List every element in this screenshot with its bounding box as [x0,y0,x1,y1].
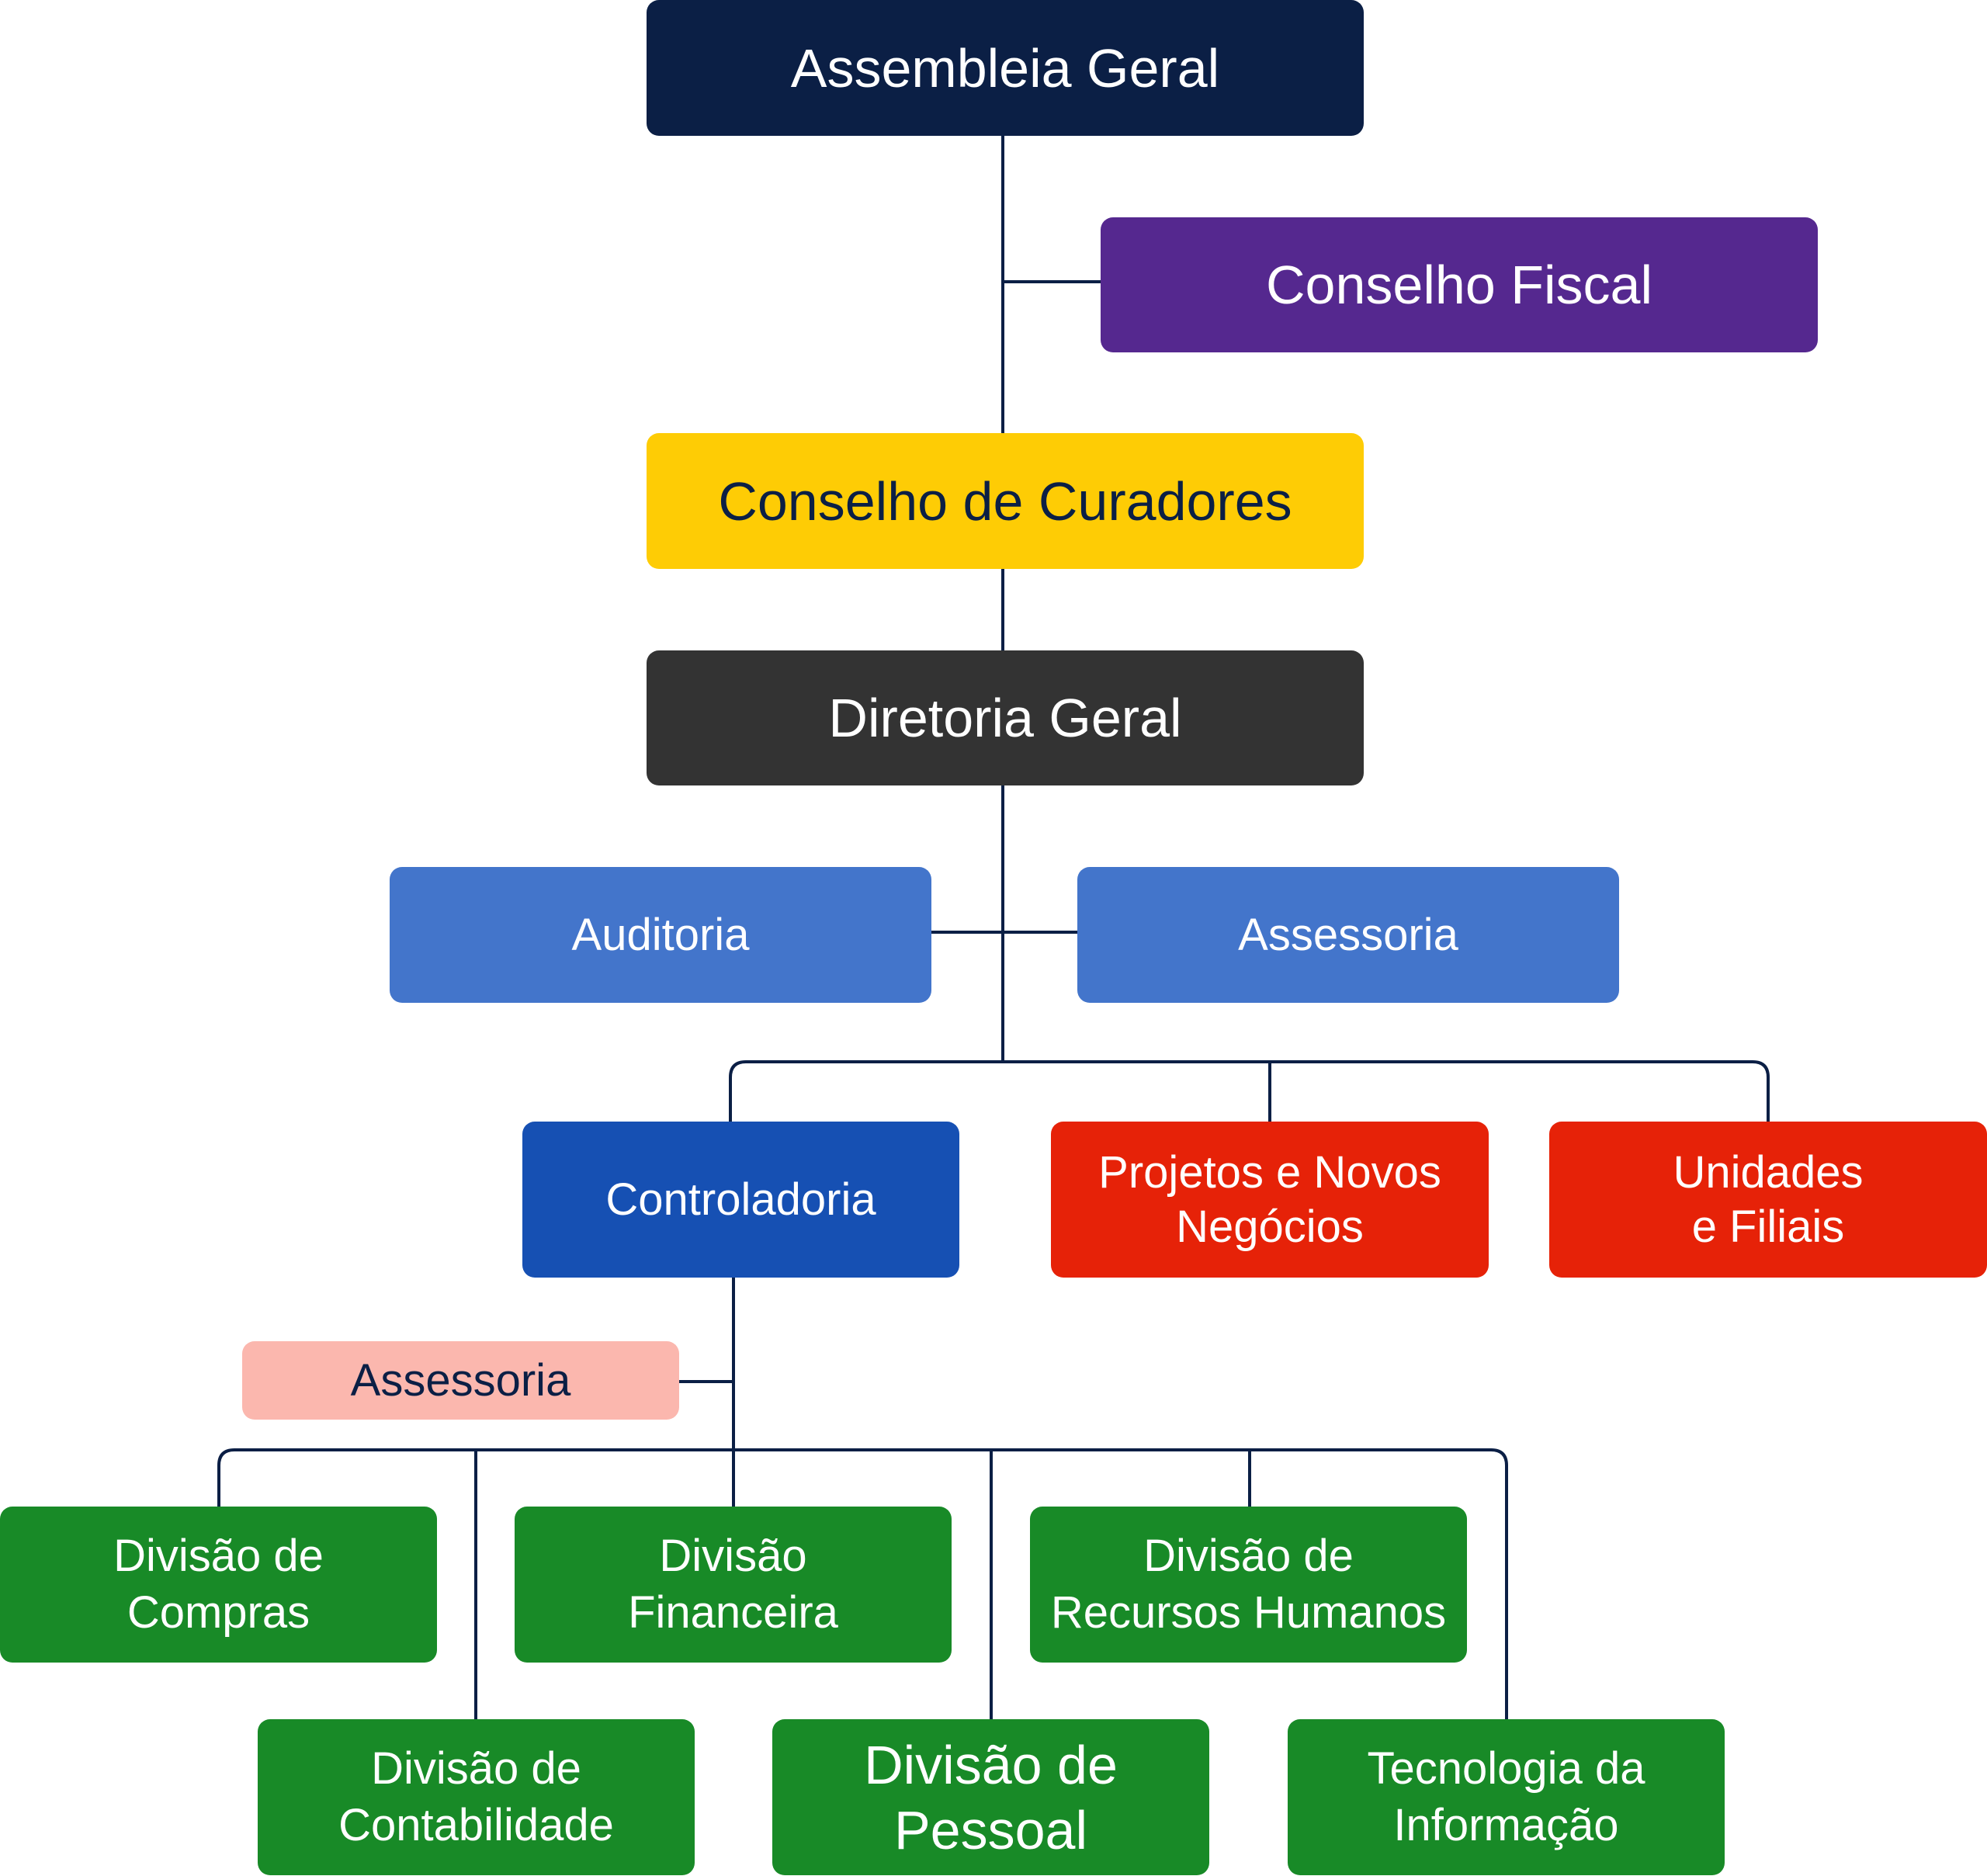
node-label-line-1: Unidades [1673,1146,1864,1198]
node-assessoria-controladoria: Assessoria [242,1341,679,1420]
node-label: Diretoria Geral [828,688,1182,748]
node-diretoria-geral: Diretoria Geral [647,650,1364,785]
node-assessoria-diretoria: Assessoria [1077,867,1619,1003]
node-projetos-e-novos-negocios: Projetos e Novos Negócios [1051,1122,1489,1278]
node-divisao-de-contabilidade: Divisão de Contabilidade [258,1719,695,1875]
node-assembleia-geral: Assembleia Geral [647,0,1364,136]
node-divisao-de-compras: Divisão de Compras [0,1507,437,1663]
node-label-line-1: Tecnologia da [1367,1743,1645,1794]
connector-level3-bus [729,1060,1770,1122]
node-conselho-fiscal: Conselho Fiscal [1101,217,1818,352]
node-label-line-2: Informação [1393,1799,1619,1850]
node-label: Conselho de Curadores [718,470,1292,532]
node-label: Assembleia Geral [790,37,1220,99]
node-label-line-2: Negócios [1176,1201,1364,1252]
node-divisao-de-recursos-humanos: Divisão de Recursos Humanos [1030,1507,1467,1663]
node-divisao-financeira: Divisão Financeira [515,1507,952,1663]
node-label: Controladoria [605,1174,876,1225]
node-label: Conselho Fiscal [1266,255,1652,315]
node-conselho-de-curadores: Conselho de Curadores [647,433,1364,569]
node-label-line-2: Financeira [628,1586,838,1638]
node-label-line-2: Contabilidade [338,1799,614,1850]
node-label: Auditoria [571,909,750,960]
node-label-line-2: Pessoal [893,1799,1088,1860]
connector-divisions-bus [217,1448,1508,1719]
node-label-line-1: Divisão de [371,1743,581,1794]
node-divisao-de-pessoal: Divisão de Pessoal [772,1719,1209,1875]
node-label-line-1: Divisão de [864,1734,1118,1795]
node-label-line-1: Divisão [659,1531,807,1581]
node-label-line-1: Projetos e Novos [1098,1146,1441,1198]
node-label-line-2: Compras [127,1586,310,1638]
node-tecnologia-da-informacao: Tecnologia da Informação [1288,1719,1725,1875]
node-label-line-2: e Filiais [1691,1201,1845,1252]
node-label-line-1: Divisão de [1143,1531,1354,1581]
node-label: Assessoria [1238,909,1458,960]
node-label: Assessoria [350,1354,571,1406]
node-auditoria: Auditoria [390,867,931,1003]
node-controladoria: Controladoria [522,1122,959,1278]
node-unidades-e-filiais: Unidades e Filiais [1549,1122,1987,1278]
node-label-line-1: Divisão de [113,1531,324,1581]
node-label-line-2: Recursos Humanos [1050,1586,1447,1638]
